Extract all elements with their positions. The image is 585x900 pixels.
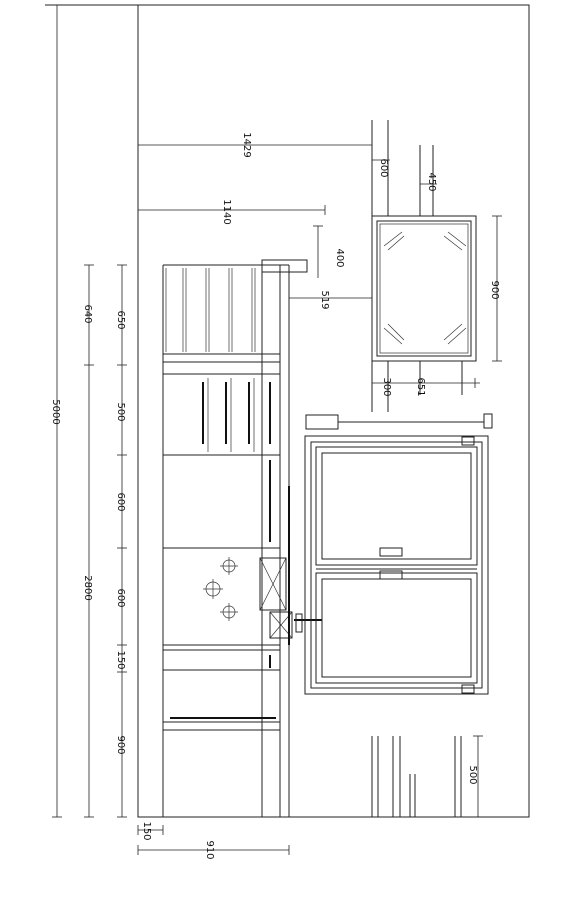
dim-651: 651: [415, 377, 426, 396]
cooktop: [203, 557, 238, 621]
right-elements: [371, 736, 462, 817]
dim-600-b: 600: [115, 588, 126, 607]
wall-cabinet: [371, 120, 477, 412]
dim-650: 650: [115, 310, 126, 329]
sink-unit: [259, 486, 322, 645]
dimension-lines: [52, 4, 502, 855]
dim-window-900: 900: [489, 280, 500, 299]
dim-total-length: 5000: [50, 399, 61, 424]
dim-1140: 1140: [221, 199, 232, 224]
dim-600-a: 600: [115, 492, 126, 511]
dim-bottom-150: 150: [141, 821, 152, 840]
dim-bottom-910: 910: [204, 840, 215, 859]
dim-900: 900: [115, 735, 126, 754]
dim-300: 300: [381, 377, 392, 396]
drawer-handles: [170, 378, 276, 719]
dim-run-length: 2800: [82, 575, 93, 600]
dim-150: 150: [115, 650, 126, 669]
dim-right-500: 500: [467, 765, 478, 784]
dim-519: 519: [319, 290, 330, 309]
shelf-unit: [165, 259, 308, 352]
room-outline: [137, 4, 530, 818]
window: [304, 413, 493, 695]
dim-600-upper: 600: [378, 158, 389, 177]
dim-500: 500: [115, 402, 126, 421]
dim-640: 640: [82, 304, 93, 323]
dimension-labels: 5000 2800 640 650 500 600 600 150 900 14…: [50, 132, 500, 859]
dim-400: 400: [334, 248, 345, 267]
dim-450: 450: [426, 172, 437, 191]
dim-1429: 1429: [241, 132, 252, 157]
